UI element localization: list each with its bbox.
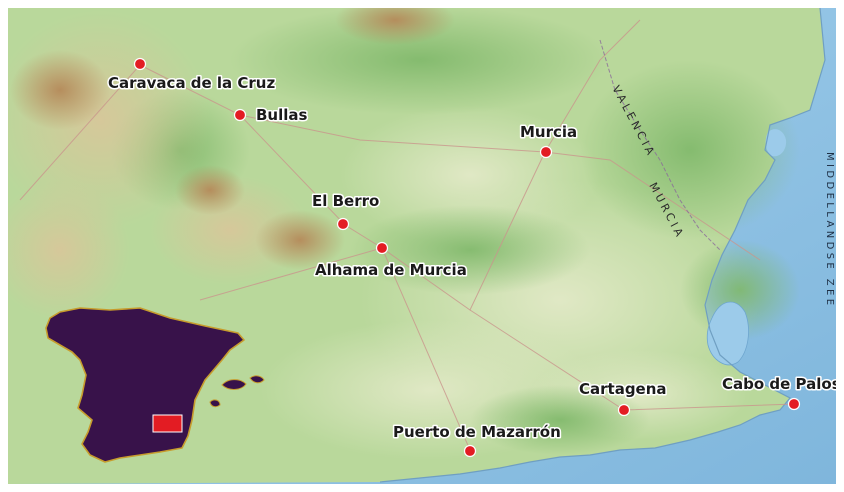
city-murcia[interactable]: Murcia [519,122,579,159]
city-puerto-de-mazarron[interactable]: Puerto de Mazarrón [392,422,562,458]
upland-shade [0,180,130,320]
city-marker-icon[interactable] [336,217,350,231]
region-border [599,39,721,251]
city-label: Puerto de Mazarrón [393,423,561,441]
city-alhama-de-murcia[interactable]: Alhama de Murcia [314,241,468,281]
lowland-shade [340,105,600,245]
hill-shade [680,240,800,340]
hill-shade [580,60,800,240]
city-bullas[interactable]: Bullas [233,105,309,126]
city-label: Alhama de Murcia [315,261,467,279]
city-marker-icon[interactable] [233,108,247,122]
city-label: Caravaca de la Cruz [108,74,275,92]
balearic-island-icon [209,399,221,408]
balearic-island-icon [249,375,265,384]
mountain-shade [335,0,455,45]
inset-map [45,307,265,463]
spain-outline-icon [45,307,245,463]
city-marker-icon[interactable] [539,145,553,159]
road-network [19,19,796,451]
hill-shade [350,205,590,295]
city-caravaca-de-la-cruz[interactable]: Caravaca de la Cruz [107,57,277,94]
city-marker-icon[interactable] [133,57,147,71]
city-label: Bullas [256,106,308,124]
city-label: Cabo de Palos [722,375,841,393]
city-marker-icon[interactable] [375,241,389,255]
city-marker-icon[interactable] [617,403,631,417]
mountain-shade [10,50,110,130]
mountain-shade [255,210,345,270]
mountain-shade [175,165,245,215]
hill-shade [470,385,650,455]
sea-label: MIDDELLANDSE ZEE [824,152,835,308]
balearic-island-icon [221,379,247,390]
coastline [379,7,826,483]
region-highlight-marker [152,414,183,433]
city-label: Cartagena [579,380,667,398]
city-marker-icon[interactable] [463,444,477,458]
city-el-berro[interactable]: El Berro [311,191,381,231]
lagoon-area [765,129,787,157]
hill-shade [230,5,610,115]
city-label: Murcia [520,123,577,141]
city-cartagena[interactable]: Cartagena [578,379,668,417]
city-cabo-de-palos[interactable]: Cabo de Palos [721,374,842,411]
city-marker-icon[interactable] [787,397,801,411]
city-label: El Berro [312,192,379,210]
